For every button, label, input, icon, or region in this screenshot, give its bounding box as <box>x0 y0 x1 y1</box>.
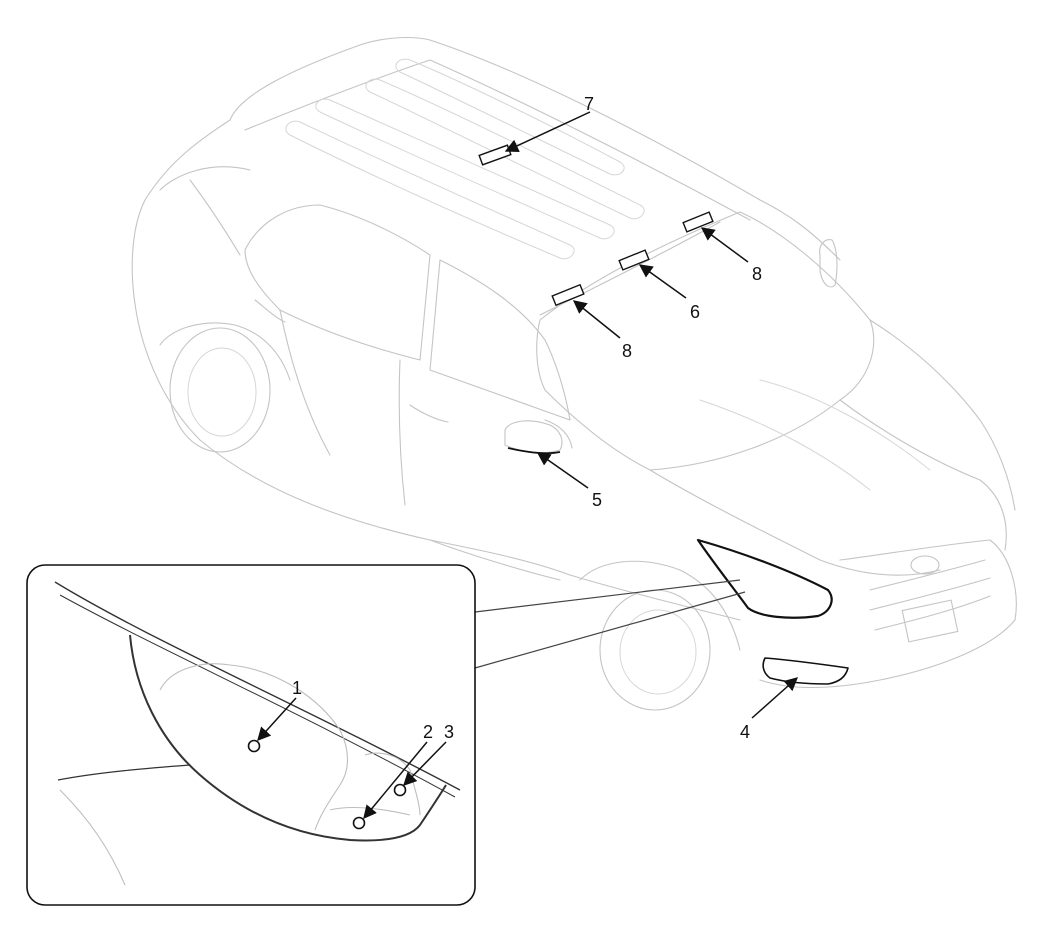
callout-3: 3 <box>444 722 454 742</box>
sensor-8-lower-marker <box>551 283 585 307</box>
zoom-line-bottom <box>474 591 746 669</box>
fog-lamp-outline <box>762 657 849 685</box>
callout-1: 1 <box>292 678 302 698</box>
headlamp-detail-inset <box>26 564 476 906</box>
sensor-3-circle <box>393 783 407 797</box>
callout-5: 5 <box>592 490 602 510</box>
callout-6: 6 <box>690 302 700 322</box>
callout-2: 2 <box>423 722 433 742</box>
leader-arrows <box>257 111 799 820</box>
callout-7: 7 <box>584 94 594 114</box>
sensor-1-circle <box>247 739 261 753</box>
mirror-sensor-marker <box>507 447 561 455</box>
callout-8-upper: 8 <box>752 264 762 284</box>
vehicle-outline <box>131 36 1017 711</box>
callout-4: 4 <box>740 722 750 742</box>
headlamp-outline <box>696 538 833 619</box>
sensor-8-upper-marker <box>682 211 714 233</box>
sensor-7-marker <box>478 144 512 166</box>
sensor-2-circle <box>352 816 366 830</box>
callout-8-lower: 8 <box>622 341 632 361</box>
zoom-line-top <box>474 579 741 613</box>
sensor-6-marker <box>618 249 650 271</box>
